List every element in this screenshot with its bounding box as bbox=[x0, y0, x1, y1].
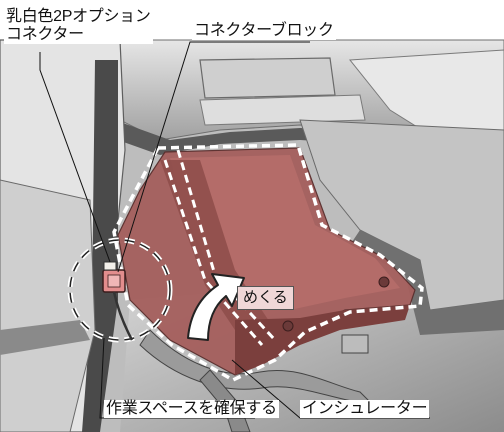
insulator-fastener-1 bbox=[378, 276, 390, 288]
insulator-dashed-outline-inner-2 bbox=[163, 159, 264, 346]
connector-dashed-circle-shadow bbox=[69, 239, 171, 341]
connector-wire bbox=[112, 291, 134, 341]
leader-line-milky-connector bbox=[39, 52, 111, 263]
milky-connector-label: 乳白色2Pオプション コネクター bbox=[4, 8, 153, 44]
insulator-fastener-2 bbox=[282, 320, 294, 332]
leader-line-work-space bbox=[99, 337, 255, 419]
work-space-label: 作業スペースを確保する bbox=[104, 400, 279, 418]
tunnel-shadow bbox=[350, 230, 504, 335]
peel-back-label: めくる bbox=[237, 286, 294, 310]
leader-line-insulator bbox=[231, 359, 430, 419]
dashboard-panel bbox=[199, 94, 366, 126]
insulator-lower-lip bbox=[235, 305, 410, 375]
kick-panel bbox=[0, 179, 96, 432]
curved-up-arrow-icon bbox=[187, 273, 245, 341]
insulator-dashed-outline bbox=[112, 143, 424, 382]
milky-2p-connector bbox=[103, 261, 117, 271]
leader-line-connector-block bbox=[117, 41, 310, 273]
harness-clip bbox=[341, 334, 369, 354]
door-rail bbox=[0, 320, 90, 355]
connector-block-label: コネクターブロック bbox=[192, 22, 336, 40]
insulator-label: インシュレーター bbox=[300, 400, 430, 418]
connector-block-face bbox=[107, 274, 121, 288]
dashboard-vent bbox=[199, 57, 336, 99]
